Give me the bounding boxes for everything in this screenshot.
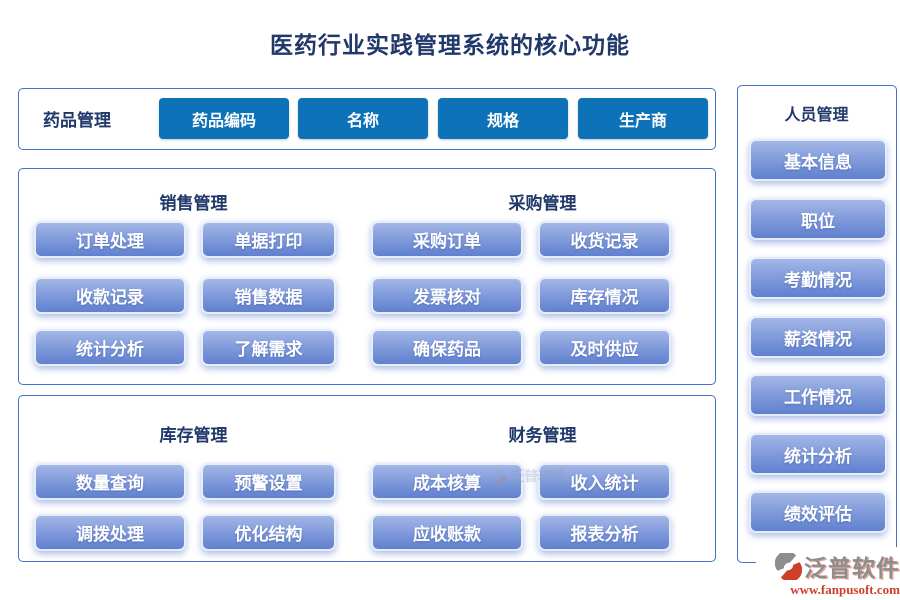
sales-section-title: 销售管理 bbox=[159, 194, 228, 213]
purchase-order-button[interactable]: 采购订单 bbox=[371, 221, 523, 258]
sales-purchase-panel: 销售管理 采购管理 订单处理 单据打印 收款记录 销售数据 统计分析 了解需求 … bbox=[18, 168, 716, 385]
salary-button[interactable]: 薪资情况 bbox=[749, 316, 887, 358]
receivables-button[interactable]: 应收账款 bbox=[371, 514, 523, 551]
drug-manufacturer-button[interactable]: 生产商 bbox=[578, 98, 708, 139]
quantity-query-button[interactable]: 数量查询 bbox=[34, 463, 186, 500]
optimize-structure-button[interactable]: 优化结构 bbox=[201, 514, 336, 551]
income-statistics-button[interactable]: 收入统计 bbox=[538, 463, 671, 500]
fanpu-logo-icon bbox=[775, 552, 802, 580]
position-button[interactable]: 职位 bbox=[749, 198, 887, 240]
statistic-analysis-button[interactable]: 统计分析 bbox=[34, 329, 186, 366]
receiving-record-button[interactable]: 收货记录 bbox=[538, 221, 671, 258]
personnel-panel: 人员管理 基本信息 职位 考勤情况 薪资情况 工作情况 统计分析 绩效评估 bbox=[737, 85, 897, 563]
stock-status-button[interactable]: 库存情况 bbox=[538, 277, 671, 314]
basic-info-button[interactable]: 基本信息 bbox=[749, 139, 887, 181]
invoice-check-button[interactable]: 发票核对 bbox=[371, 277, 523, 314]
stats-analysis-button[interactable]: 统计分析 bbox=[749, 433, 887, 475]
document-printing-button[interactable]: 单据打印 bbox=[201, 221, 336, 258]
page-title: 医药行业实践管理系统的核心功能 bbox=[270, 32, 630, 58]
alert-setting-button[interactable]: 预警设置 bbox=[201, 463, 336, 500]
drug-code-button[interactable]: 药品编码 bbox=[159, 98, 289, 139]
understand-demand-button[interactable]: 了解需求 bbox=[201, 329, 336, 366]
drug-spec-button[interactable]: 规格 bbox=[438, 98, 568, 139]
inventory-finance-panel: 库存管理 财务管理 数量查询 预警设置 调拨处理 优化结构 成本核算 收入统计 … bbox=[18, 395, 716, 562]
work-status-button[interactable]: 工作情况 bbox=[749, 374, 887, 416]
performance-evaluation-button[interactable]: 绩效评估 bbox=[749, 491, 887, 533]
brand-url[interactable]: www.fanpusoft.com bbox=[790, 582, 900, 597]
timely-supply-button[interactable]: 及时供应 bbox=[538, 329, 671, 366]
payment-record-button[interactable]: 收款记录 bbox=[34, 277, 186, 314]
brand-name: 泛普软件 bbox=[804, 556, 900, 581]
drug-name-button[interactable]: 名称 bbox=[298, 98, 428, 139]
personnel-section-title: 人员管理 bbox=[784, 107, 849, 124]
finance-section-title: 财务管理 bbox=[508, 426, 577, 445]
drug-panel-label: 药品管理 bbox=[43, 111, 111, 130]
cost-accounting-button[interactable]: 成本核算 bbox=[371, 463, 523, 500]
order-processing-button[interactable]: 订单处理 bbox=[34, 221, 186, 258]
sales-data-button[interactable]: 销售数据 bbox=[201, 277, 336, 314]
transfer-processing-button[interactable]: 调拨处理 bbox=[34, 514, 186, 551]
purchase-section-title: 采购管理 bbox=[508, 194, 577, 213]
drug-management-panel: 药品管理 药品编码 名称 规格 生产商 bbox=[18, 88, 716, 150]
brand-logo: 泛普软件 www.fanpusoft.com bbox=[756, 547, 900, 598]
attendance-button[interactable]: 考勤情况 bbox=[749, 257, 887, 299]
report-analysis-button[interactable]: 报表分析 bbox=[538, 514, 671, 551]
ensure-drugs-button[interactable]: 确保药品 bbox=[371, 329, 523, 366]
inventory-section-title: 库存管理 bbox=[159, 426, 228, 445]
